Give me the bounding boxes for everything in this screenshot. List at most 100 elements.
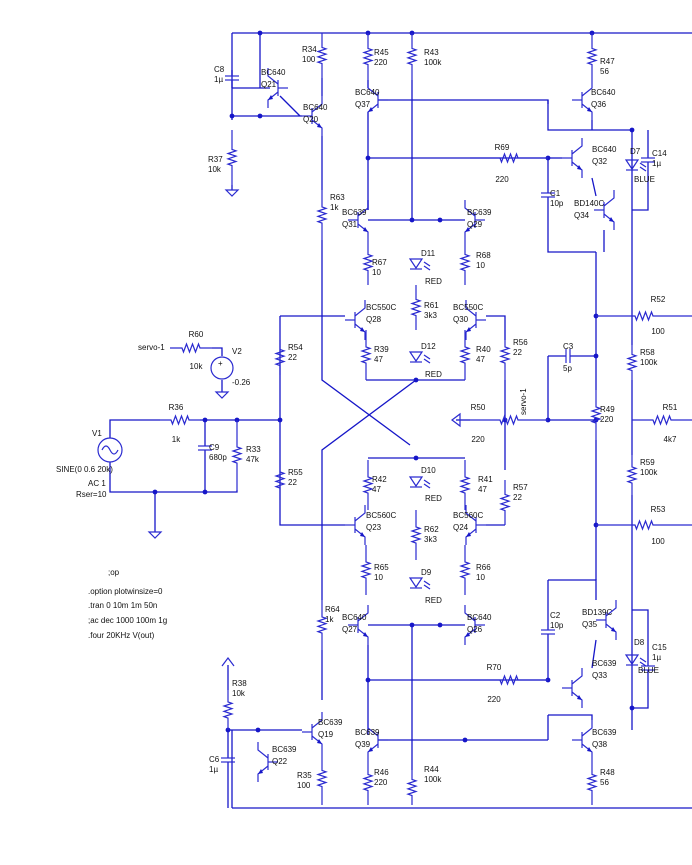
transistor-q24-type: BC560C [453,511,483,520]
resistor-r38-name: R38 [232,679,247,688]
resistor-r43 [406,33,418,80]
resistor-r68-value: 10 [476,261,485,270]
resistor-r36 [160,414,200,426]
output-arrow [451,412,461,428]
junction-dot [202,489,208,495]
resistor-r39 [360,330,372,380]
transistor-q22-type: BC639 [272,745,297,754]
resistor-r56-value: 22 [513,348,522,357]
led-d9-name: D9 [421,568,432,577]
transistor-q36-type: BC640 [591,88,616,97]
transistor-q22-name: Q22 [272,757,288,766]
led-d12-value: RED [425,370,442,379]
wire [548,579,597,600]
resistor-r58 [626,345,638,380]
resistor-r52-value: 100 [651,327,665,336]
wire [109,419,160,438]
v1-value: SINE(0 0.6 20k) [56,465,113,474]
resistor-r41-name: R41 [478,475,493,484]
resistor-r54 [274,340,286,375]
resistor-r44 [406,770,418,805]
resistor-r42-value: 47 [372,485,381,494]
resistor-r48-value: 56 [600,778,609,787]
wire [632,609,649,666]
junction-dot [229,113,235,119]
transistor-q32-name: Q32 [592,157,608,166]
labels: R3710kC81µBC640Q21R34100BC640Q20R631kR45… [56,45,678,790]
resistor-r62 [410,510,422,560]
resistor-r42 [362,460,374,510]
capacitor-c14-value: 1µ [652,159,661,168]
resistor-r56 [499,330,511,380]
ground-symbol [147,531,163,539]
v1-name: V1 [92,429,102,438]
resistor-r65 [360,545,372,595]
resistor-r53-name: R53 [651,505,666,514]
voltage-source-v1 [97,437,123,463]
transistor-q36-name: Q36 [591,100,607,109]
led-d10-name: D10 [421,466,436,475]
transistor-q19 [302,712,323,752]
resistor-r54-name: R54 [288,343,303,352]
resistor-r62-name: R62 [424,525,439,534]
resistor-r55-name: R55 [288,468,303,477]
capacitor-c3-name: C3 [563,342,574,351]
resistor-r36-name: R36 [169,403,184,412]
resistor-r69-value: 220 [495,175,509,184]
resistor-r61-value: 3k3 [424,311,437,320]
resistor-r64-name: R64 [325,605,340,614]
resistor-r68 [459,240,471,285]
transistor-q26 [464,605,485,645]
transistor-q32 [562,138,583,178]
capacitor-c8 [225,75,239,81]
transistor-q30-name: Q30 [453,315,469,324]
resistor-r40 [459,330,471,380]
led-d10-value: RED [425,494,442,503]
transistor-q26-name: Q26 [467,625,483,634]
capacitor-c2-value: 10p [550,621,564,630]
transistor-q38-type: BC639 [592,728,617,737]
resistor-r40-name: R40 [476,345,491,354]
transistor-q20 [302,96,323,136]
junction-dot [629,705,635,711]
transistor-q22 [257,742,278,782]
transistor-q23 [345,505,366,545]
wire [547,100,592,131]
resistor-r61 [410,285,422,330]
capacitor-c8-value: 1µ [214,75,223,84]
transistor-q21-type: BC640 [261,68,286,77]
transistor-q35-type: BD139C [582,608,612,617]
led-d11-name: D11 [421,249,436,258]
resistor-r62-value: 3k3 [424,535,437,544]
transistor-q24-name: Q24 [453,523,469,532]
resistor-r52-name: R52 [651,295,666,304]
wire [279,95,301,117]
transistor-q28-name: Q28 [366,315,382,324]
voltage-source-v2: + [210,356,234,380]
resistor-r41 [459,460,471,510]
resistor-r55 [274,460,286,500]
transistor-q23-type: BC560C [366,511,396,520]
resistor-r56-name: R56 [513,338,528,347]
transistor-q27-type: BC640 [342,613,367,622]
resistor-r67 [362,240,374,285]
transistor-q33-type: BC639 [592,659,617,668]
capacitor-c2-name: C2 [550,611,561,620]
transistor-q39 [367,720,388,760]
transistor-q36 [572,80,593,120]
transistor-q37-type: BC640 [355,88,380,97]
transistor-q34 [594,190,615,230]
resistor-r35-value: 100 [297,781,311,790]
resistor-r65-name: R65 [374,563,389,572]
resistor-r35 [316,752,328,805]
transistor-q20-name: Q20 [303,115,319,124]
resistor-r64-value: 1k [325,615,334,624]
resistor-r45 [362,33,374,80]
resistor-r38-value: 10k [232,689,246,698]
v2-value: -0.26 [232,378,251,387]
resistor-r37-value: 10k [208,165,222,174]
transistor-q38 [572,720,593,760]
resistor-r53-value: 100 [651,537,665,546]
resistor-r59-name: R59 [640,458,655,467]
transistor-q37-name: Q37 [355,100,371,109]
